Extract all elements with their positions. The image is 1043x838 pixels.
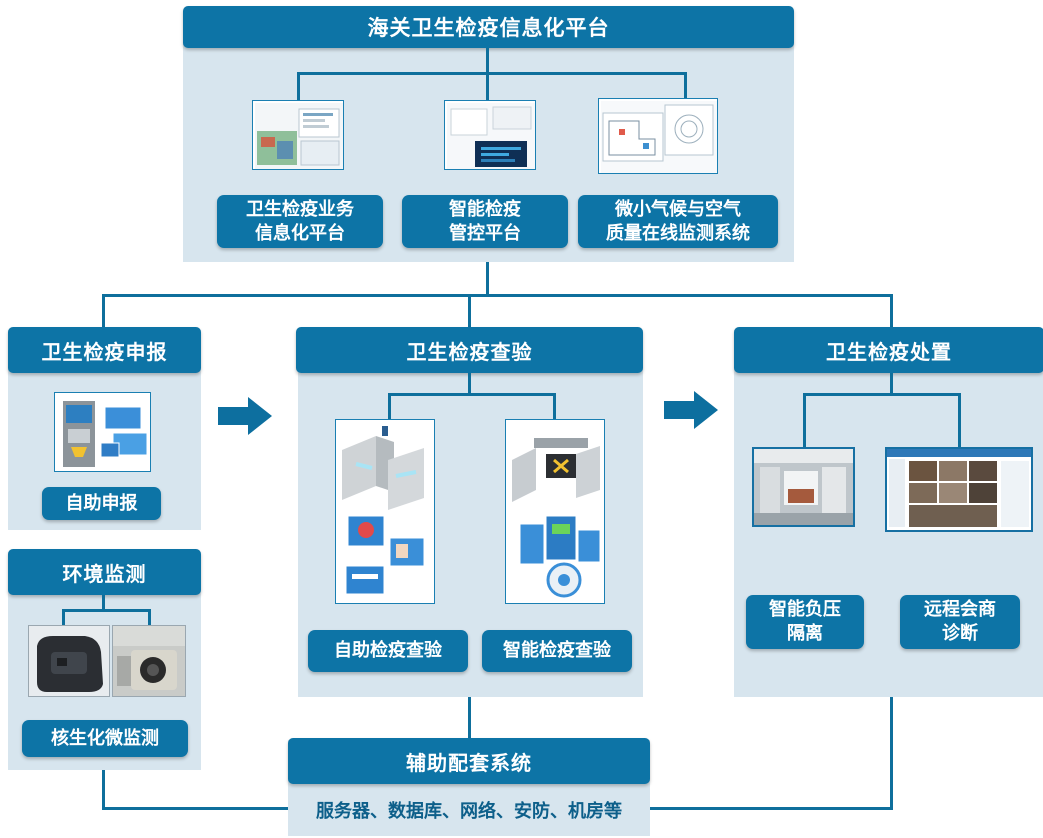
self-inspection-gate-image (335, 419, 435, 604)
declare-title: 卫生检疫申报 (8, 327, 201, 373)
negative-pressure-room-image (752, 447, 855, 527)
connector (102, 595, 105, 611)
connector (102, 294, 893, 297)
self-inspection-label: 自助检疫查验 (308, 630, 468, 672)
connector (62, 609, 150, 612)
connector (297, 72, 686, 75)
detector-device-image (28, 625, 110, 697)
nbc-monitoring-label: 核生化微监测 (22, 720, 188, 757)
self-declare-kiosk-image (54, 392, 151, 472)
connector (102, 770, 105, 810)
control-platform-screenshot (444, 100, 536, 170)
connector (958, 393, 961, 447)
air-quality-screenshot (598, 98, 718, 174)
top-title: 海关卫生检疫信息化平台 (183, 6, 794, 48)
connector (803, 393, 806, 447)
connector (890, 373, 893, 395)
connector (553, 393, 556, 419)
remote-consultation-screen-image (885, 447, 1033, 532)
remote-consultation-label: 远程会商诊断 (900, 595, 1020, 649)
arrow-right-icon (218, 397, 272, 435)
dispose-title: 卫生检疫处置 (734, 327, 1043, 373)
connector (486, 72, 489, 100)
connector (486, 262, 489, 296)
connector (148, 609, 151, 625)
connector (388, 393, 391, 419)
air-quality-label: 微小气候与空气质量在线监测系统 (578, 195, 778, 248)
self-declare-label: 自助申报 (42, 487, 161, 520)
connector (388, 393, 556, 396)
connector (468, 697, 471, 739)
connector (684, 72, 687, 100)
connector (803, 393, 961, 396)
smart-inspection-label: 智能检疫查验 (482, 630, 632, 672)
negative-pressure-label: 智能负压隔离 (746, 595, 864, 649)
business-platform-screenshot (252, 100, 344, 170)
connector (890, 697, 893, 810)
support-title: 辅助配套系统 (288, 738, 650, 784)
connector (468, 294, 471, 328)
control-platform-label: 智能检疫管控平台 (402, 195, 568, 248)
inspect-title: 卫生检疫查验 (296, 327, 643, 373)
connector (890, 294, 893, 328)
connector (468, 373, 471, 395)
connector (102, 294, 105, 328)
smart-inspection-gate-image (505, 419, 605, 604)
monitoring-camera-image (112, 625, 186, 697)
support-detail: 服务器、数据库、网络、安防、机房等 (316, 801, 622, 822)
arrow-right-icon (664, 391, 718, 429)
connector (486, 48, 489, 74)
business-platform-label: 卫生检疫业务信息化平台 (217, 195, 383, 248)
connector (297, 72, 300, 100)
connector (62, 609, 65, 625)
env-title: 环境监测 (8, 549, 201, 595)
